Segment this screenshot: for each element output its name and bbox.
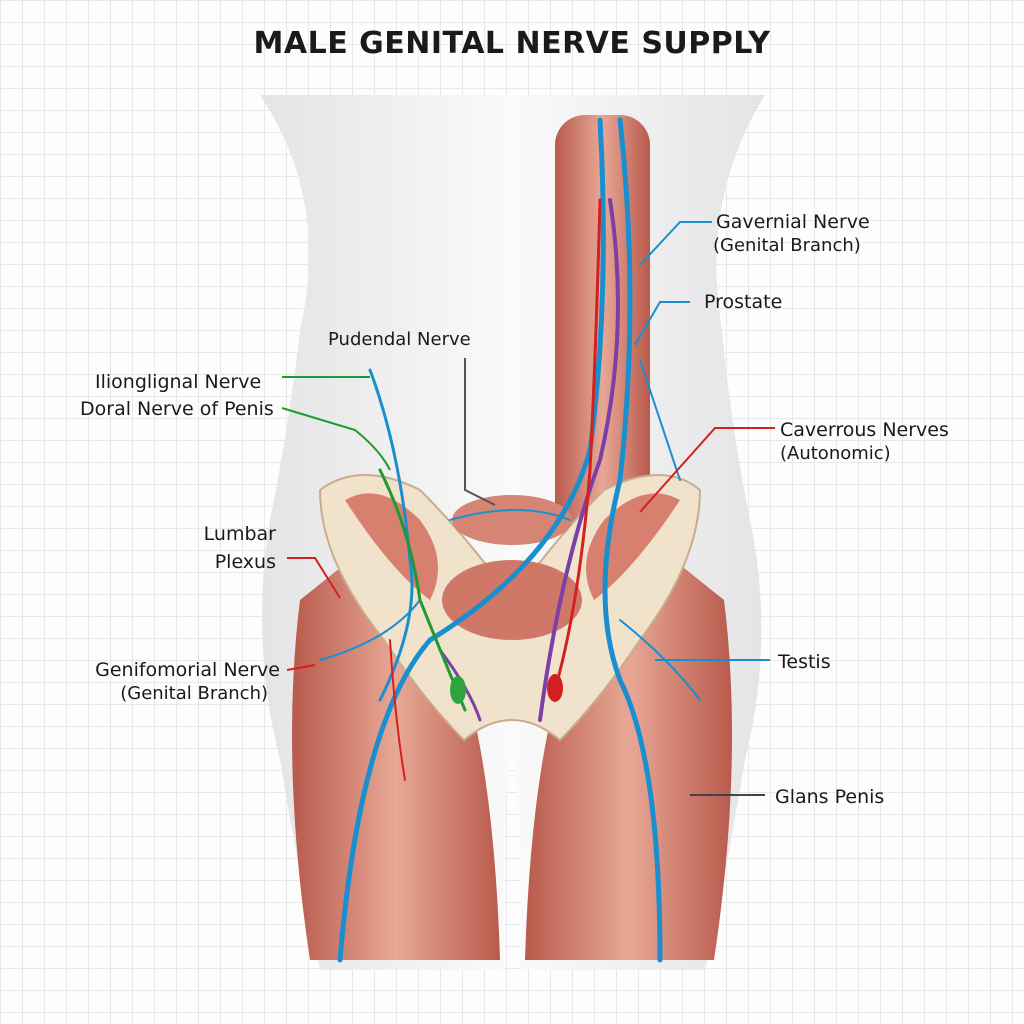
- leader-doral: [281, 407, 391, 471]
- label-caverrous-nerves: Caverrous Nerves (Autonomic): [780, 418, 949, 466]
- label-glans-penis: Glans Penis: [775, 786, 885, 808]
- leader-pudendal: [464, 358, 496, 506]
- label-testis: Testis: [778, 651, 831, 673]
- label-pudendal-nerve: Pudendal Nerve: [328, 329, 471, 350]
- label-genifomorial-nerve: Genifomorial Nerve (Genital Branch): [77, 658, 280, 706]
- green-nerve: [378, 468, 467, 712]
- leader-lumbar: [287, 557, 341, 599]
- leader-prostate: [634, 301, 690, 346]
- testis-right: [547, 674, 563, 702]
- leader-genifomorial: [286, 664, 316, 671]
- blue-nerve-main: [337, 117, 606, 963]
- label-ilionglignal-nerve: Ilionglignal Nerve: [95, 371, 262, 393]
- bladder: [442, 560, 582, 640]
- label-subline: (Autonomic): [780, 443, 891, 464]
- label-line: Caverrous Nerves: [780, 419, 949, 441]
- purple-nerve: [538, 198, 620, 722]
- left-thigh-muscles: [292, 560, 500, 960]
- label-subline: (Genital Branch): [120, 683, 268, 704]
- red-nerve: [553, 198, 602, 692]
- label-line: Genifomorial Nerve: [95, 659, 280, 681]
- label-subline: (Genital Branch): [713, 235, 861, 256]
- label-line: Gavernial Nerve: [716, 211, 870, 233]
- leader-caverrous: [639, 427, 775, 513]
- label-lumbar-plexus: Lumbar Plexus: [200, 522, 276, 574]
- page-title: MALE GENITAL NERVE SUPPLY: [253, 26, 771, 61]
- label-line: Lumbar: [203, 523, 276, 545]
- label-doral-nerve: Doral Nerve of Penis: [80, 398, 274, 420]
- label-subline: Plexus: [214, 551, 276, 573]
- label-gavernial-nerve: Gavernial Nerve (Genital Branch): [713, 210, 870, 258]
- testis-left: [450, 676, 466, 704]
- leader-gavernial: [639, 221, 712, 266]
- label-prostate: Prostate: [704, 291, 783, 313]
